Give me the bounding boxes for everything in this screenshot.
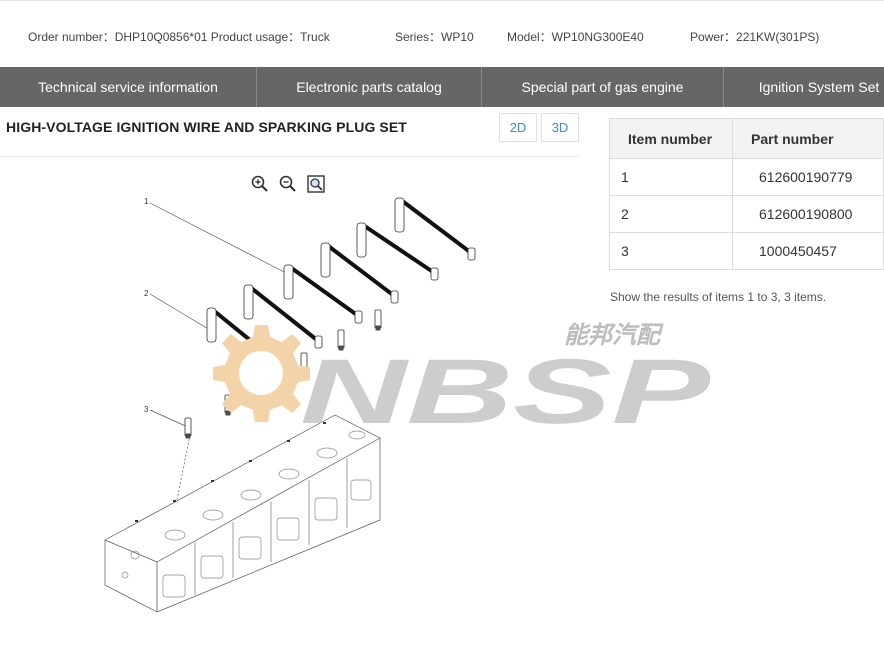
view-3d-button[interactable]: 3D xyxy=(541,113,579,142)
zoom-in-icon[interactable] xyxy=(250,174,270,194)
table-row[interactable]: 3 1000450457 xyxy=(609,232,884,270)
nav-ignition-system-set[interactable]: Ignition System Set xyxy=(758,79,880,95)
header-part-number[interactable]: Part number xyxy=(732,118,884,159)
item-number-cell: 3 xyxy=(609,232,733,270)
parts-table: Item number Part number 1 612600190779 2… xyxy=(609,118,884,270)
part-number-cell: 1000450457 xyxy=(732,232,884,270)
order-info-bar: Order number：DHP10Q0856*01 Product usage… xyxy=(0,0,884,67)
callout-3: 3 xyxy=(144,405,149,414)
model-text: Model：WP10NG300E40 xyxy=(507,30,644,44)
nav-special-gas-engine[interactable]: Special part of gas engine xyxy=(482,67,724,107)
nav-technical-service[interactable]: Technical service information xyxy=(0,67,257,107)
nav-electronic-parts-catalog[interactable]: Electronic parts catalog xyxy=(257,67,482,107)
main-nav: Technical service information Electronic… xyxy=(0,67,884,107)
callout-leader-3 xyxy=(149,409,191,429)
table-row[interactable]: 2 612600190800 xyxy=(609,195,884,233)
series-text: Series：WP10 xyxy=(395,30,474,44)
title-divider xyxy=(0,156,579,157)
section-title: HIGH-VOLTAGE IGNITION WIRE AND SPARKING … xyxy=(6,119,407,135)
part-number-cell: 612600190779 xyxy=(732,158,884,196)
table-header-row: Item number Part number xyxy=(609,118,884,159)
callout-leader-1 xyxy=(149,202,291,276)
table-row[interactable]: 1 612600190779 xyxy=(609,158,884,196)
diagram-toolbar xyxy=(250,174,334,194)
cylinder-head-block xyxy=(104,414,381,613)
results-summary: Show the results of items 1 to 3, 3 item… xyxy=(610,290,827,304)
parts-diagram: 1 2 3 xyxy=(104,197,476,613)
item-number-cell: 2 xyxy=(609,195,733,233)
callout-2: 2 xyxy=(144,289,149,298)
view-2d-button[interactable]: 2D xyxy=(499,113,537,142)
part-number-cell: 612600190800 xyxy=(732,195,884,233)
power-text: Power：221KW(301PS) xyxy=(690,30,820,44)
callout-leader-2 xyxy=(149,293,211,331)
header-item-number[interactable]: Item number xyxy=(609,118,733,159)
item-number-cell: 1 xyxy=(609,158,733,196)
zoom-out-icon[interactable] xyxy=(278,174,298,194)
fit-view-icon[interactable] xyxy=(306,174,326,194)
order-number-text: Order number：DHP10Q0856*01 Product usage… xyxy=(28,30,330,44)
watermark-cn-text: 能邦汽配 xyxy=(564,321,664,349)
callout-1: 1 xyxy=(144,197,149,206)
